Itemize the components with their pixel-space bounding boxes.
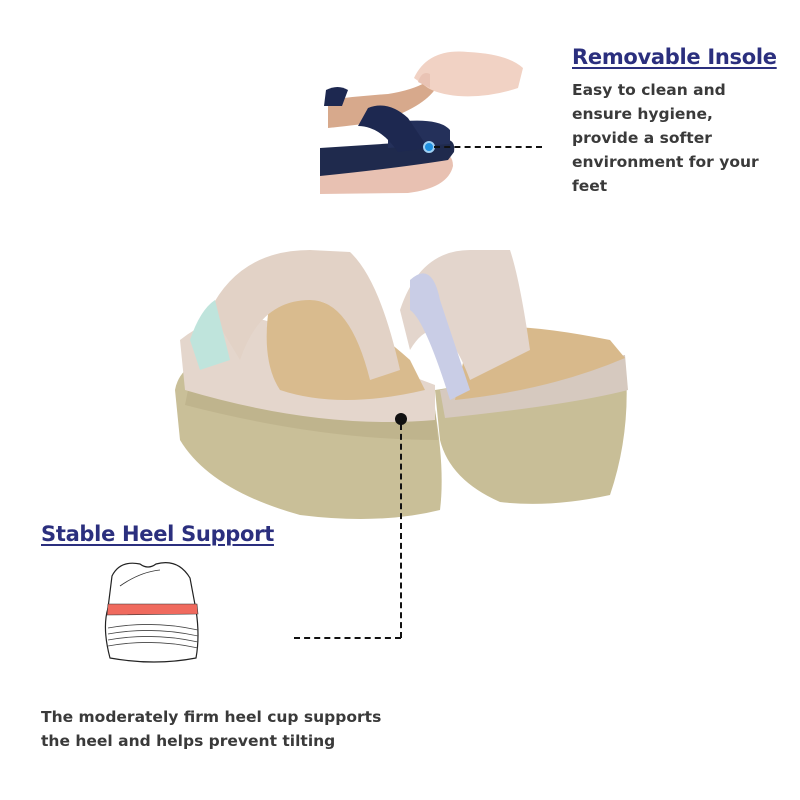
removable-insole-description: Easy to clean and ensure hygiene, provid…: [572, 81, 759, 195]
insole-connector-line: [434, 146, 542, 148]
removable-insole-image: [320, 51, 523, 194]
heel-connector-horizontal: [294, 637, 401, 639]
heel-cup-sketch: [104, 562, 199, 663]
stable-heel-heading: Stable Heel Support: [41, 522, 274, 546]
heel-connector-vertical: [400, 424, 402, 638]
sandal-pair-image: [175, 250, 628, 519]
removable-insole-heading: Removable Insole: [572, 45, 777, 69]
stable-heel-description: The moderately firm heel cup supports th…: [41, 708, 382, 750]
